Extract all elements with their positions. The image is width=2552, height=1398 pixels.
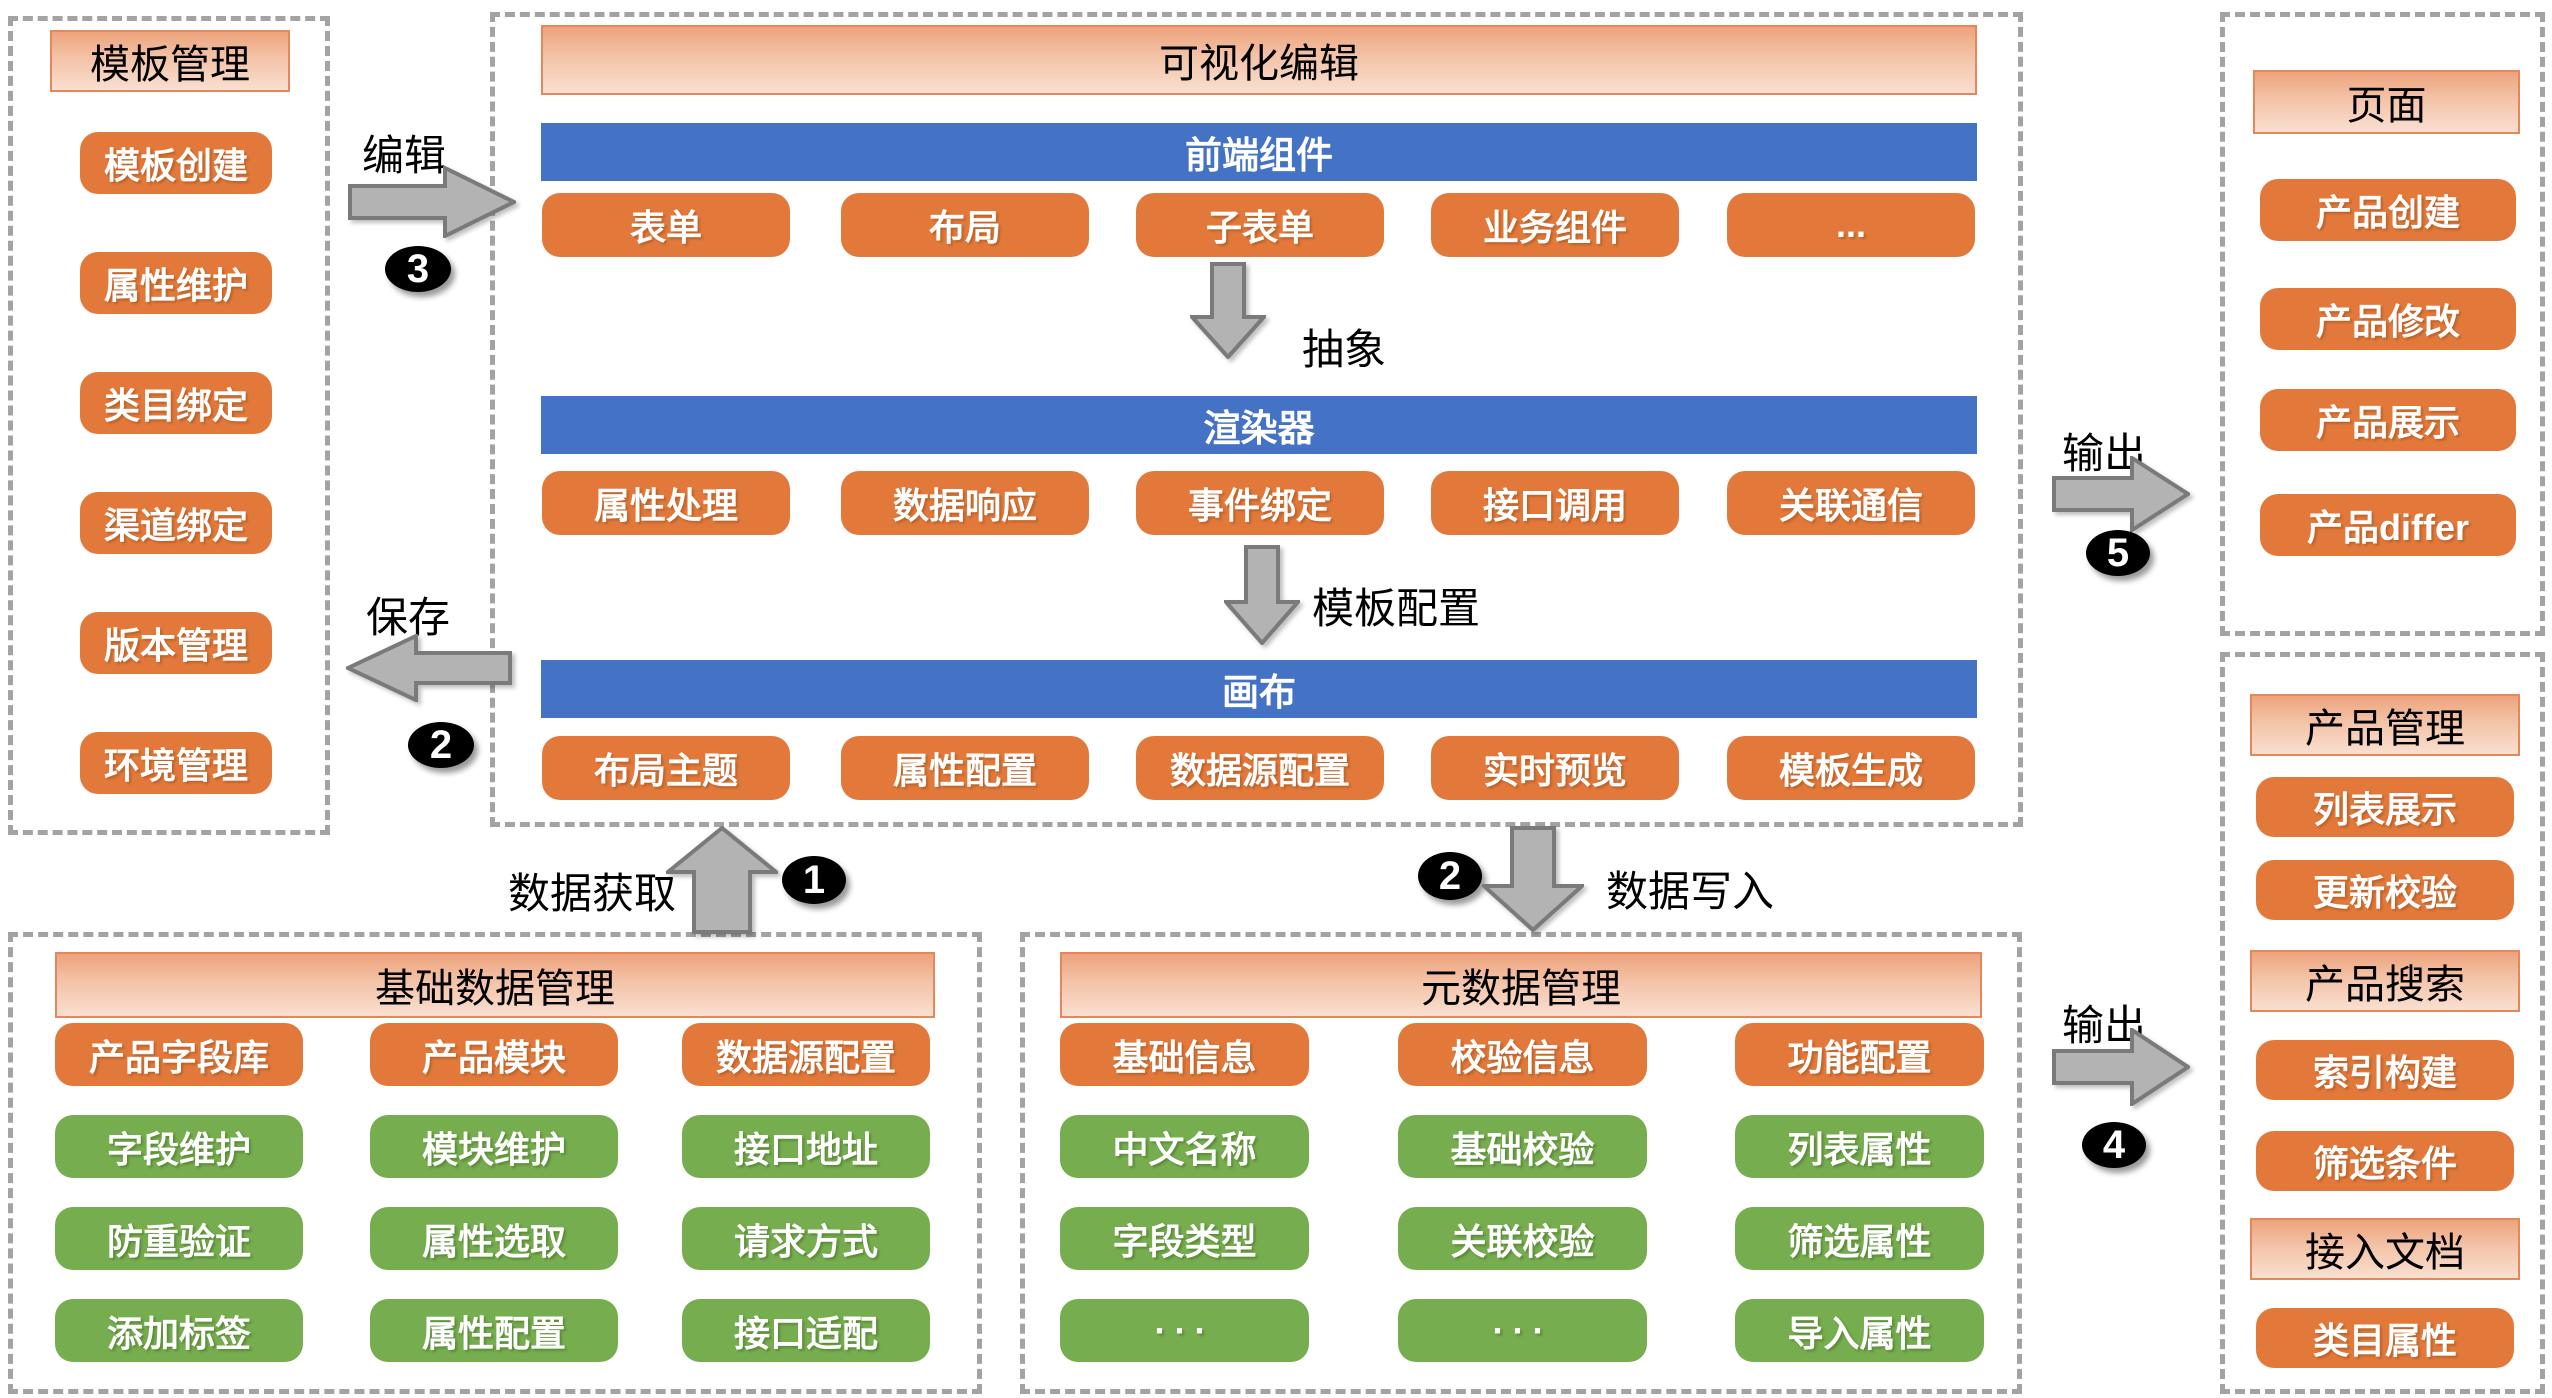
save-flow-label: 保存 — [366, 594, 451, 641]
base-data-panel — [8, 932, 982, 1394]
node-layout: 布局 — [841, 193, 1089, 257]
product-panel — [2220, 652, 2545, 1394]
node-attribute-select: 属性选取 — [370, 1207, 618, 1270]
node-product-differ: 产品differ — [2260, 494, 2516, 556]
node-list-display: 列表展示 — [2256, 777, 2514, 837]
node-validation-info: 校验信息 — [1398, 1023, 1647, 1086]
node-product-modify: 产品修改 — [2260, 288, 2516, 350]
node-channel-bind: 渠道绑定 — [80, 492, 272, 554]
node-datasource-config-base: 数据源配置 — [682, 1023, 930, 1086]
product-search-header: 产品搜索 — [2250, 950, 2520, 1012]
page-header: 页面 — [2253, 70, 2520, 134]
node-basic-info: 基础信息 — [1060, 1023, 1309, 1086]
page-panel — [2220, 12, 2545, 636]
save-left-arrow-icon — [346, 634, 512, 702]
output-bottom-right-arrow-icon — [2052, 1028, 2190, 1106]
node-category-bind: 类目绑定 — [80, 372, 272, 434]
data-write-down-arrow-icon — [1482, 826, 1584, 932]
data-fetch-up-arrow-icon — [666, 826, 778, 934]
access-doc-header: 接入文档 — [2250, 1218, 2520, 1280]
edit-flow-label: 编辑 — [362, 132, 447, 179]
node-product-create: 产品创建 — [2260, 179, 2516, 241]
node-attribute-config: 属性配置 — [841, 736, 1089, 800]
node-linked-validation: 关联校验 — [1398, 1207, 1647, 1270]
template-management-panel — [8, 16, 330, 835]
data-fetch-label: 数据获取 — [508, 870, 677, 917]
node-function-config: 功能配置 — [1735, 1023, 1984, 1086]
node-api-adapt: 接口适配 — [682, 1299, 930, 1362]
node-api-address: 接口地址 — [682, 1115, 930, 1178]
node-business-component: 业务组件 — [1431, 193, 1679, 257]
node-event-binding: 事件绑定 — [1136, 471, 1384, 535]
frontend-components-bar: 前端组件 — [541, 123, 1977, 181]
node-module-maintain: 模块维护 — [370, 1115, 618, 1178]
node-dedup-verify: 防重验证 — [55, 1207, 303, 1270]
node-basic-validation: 基础校验 — [1398, 1115, 1647, 1178]
node-data-response: 数据响应 — [841, 471, 1089, 535]
data-write-label: 数据写入 — [1606, 868, 1775, 915]
node-product-module: 产品模块 — [370, 1023, 618, 1086]
data-write-step-badge: 2 — [1418, 852, 1482, 900]
visual-editor-header: 可视化编辑 — [541, 25, 1977, 95]
node-request-method: 请求方式 — [682, 1207, 930, 1270]
node-datasource-config: 数据源配置 — [1136, 736, 1384, 800]
node-linked-communication: 关联通信 — [1727, 471, 1975, 535]
node-product-field-library: 产品字段库 — [55, 1023, 303, 1086]
node-api-call: 接口调用 — [1431, 471, 1679, 535]
node-index-build: 索引构建 — [2256, 1040, 2514, 1100]
output-top-step-badge: 5 — [2086, 530, 2150, 576]
node-filter-condition: 筛选条件 — [2256, 1131, 2514, 1191]
node-field-type: 字段类型 — [1060, 1207, 1309, 1270]
node-template-create: 模板创建 — [80, 132, 272, 194]
node-template-generate: 模板生成 — [1727, 736, 1975, 800]
renderer-bar: 渲染器 — [541, 396, 1977, 454]
node-meta-ellipsis-2: ··· — [1398, 1299, 1647, 1362]
output-bottom-step-badge: 4 — [2082, 1122, 2146, 1168]
node-list-attribute: 列表属性 — [1735, 1115, 1984, 1178]
node-product-display: 产品展示 — [2260, 389, 2516, 451]
node-form: 表单 — [542, 193, 790, 257]
template-config-label: 模板配置 — [1312, 585, 1481, 632]
output-top-right-arrow-icon — [2052, 456, 2190, 532]
node-category-attribute: 类目属性 — [2256, 1308, 2514, 1368]
node-import-attribute: 导入属性 — [1735, 1299, 1984, 1362]
node-version-management: 版本管理 — [80, 612, 272, 674]
meta-data-panel — [1020, 932, 2022, 1394]
node-more-components: ... — [1727, 193, 1975, 257]
edit-right-arrow-icon — [348, 166, 516, 238]
save-step-badge: 2 — [408, 722, 474, 768]
edit-step-badge: 3 — [385, 246, 451, 292]
node-chinese-name: 中文名称 — [1060, 1115, 1309, 1178]
node-layout-theme: 布局主题 — [542, 736, 790, 800]
node-attribute-config-base: 属性配置 — [370, 1299, 618, 1362]
node-attribute-maintain: 属性维护 — [80, 252, 272, 314]
node-meta-ellipsis-1: ··· — [1060, 1299, 1309, 1362]
base-data-header: 基础数据管理 — [55, 952, 935, 1018]
abstract-down-arrow-icon — [1190, 262, 1266, 359]
node-attribute-processing: 属性处理 — [542, 471, 790, 535]
node-update-validation: 更新校验 — [2256, 860, 2514, 920]
node-field-maintain: 字段维护 — [55, 1115, 303, 1178]
template-management-header: 模板管理 — [50, 30, 290, 92]
abstract-label: 抽象 — [1302, 326, 1387, 373]
meta-data-header: 元数据管理 — [1060, 952, 1982, 1018]
node-filter-attribute: 筛选属性 — [1735, 1207, 1984, 1270]
node-live-preview: 实时预览 — [1431, 736, 1679, 800]
data-fetch-step-badge: 1 — [782, 856, 846, 904]
product-management-header: 产品管理 — [2250, 694, 2520, 756]
canvas-bar: 画布 — [541, 660, 1977, 718]
visual-editor-panel — [490, 12, 2023, 827]
node-environment-management: 环境管理 — [80, 732, 272, 794]
node-subform: 子表单 — [1136, 193, 1384, 257]
template-config-down-arrow-icon — [1224, 545, 1300, 645]
node-add-tag: 添加标签 — [55, 1299, 303, 1362]
